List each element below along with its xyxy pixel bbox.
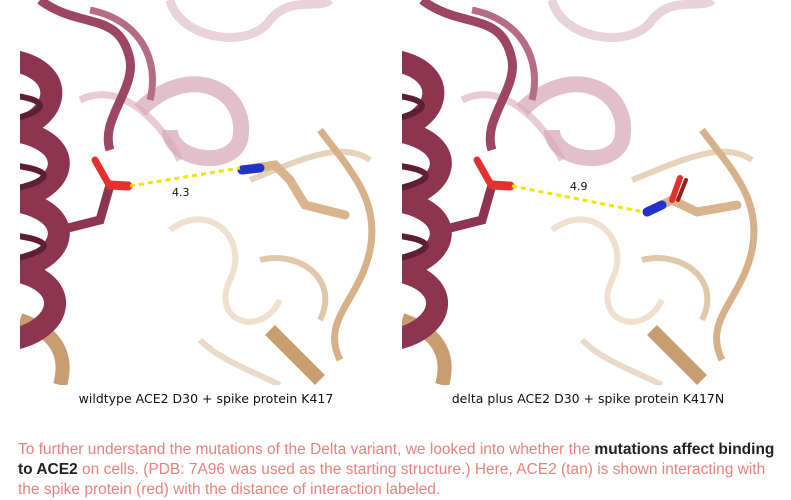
structure-figure: 4.3 wildtype ACE2 D30 + spike protein K4… xyxy=(20,0,774,410)
wildtype-panel: 4.3 wildtype ACE2 D30 + spike protein K4… xyxy=(20,0,392,410)
delta-plus-panel: 4.9 delta plus ACE2 D30 + spike protein … xyxy=(402,0,774,410)
description-part-2: on cells. (PDB: 7A96 was used as the sta… xyxy=(18,460,766,498)
description-part-1: To further understand the mutations of t… xyxy=(18,440,595,458)
description-bold-phrase: mutations affect binding to ACE2 xyxy=(18,440,775,478)
wildtype-caption: wildtype ACE2 D30 + spike protein K417 xyxy=(78,391,334,406)
delta-plus-structure-render xyxy=(402,0,758,385)
wildtype-structure-render xyxy=(20,0,376,385)
delta-plus-distance-label: 4.9 xyxy=(570,180,588,193)
delta-plus-caption: delta plus ACE2 D30 + spike protein K417… xyxy=(451,391,725,406)
wildtype-distance-label: 4.3 xyxy=(172,186,190,199)
